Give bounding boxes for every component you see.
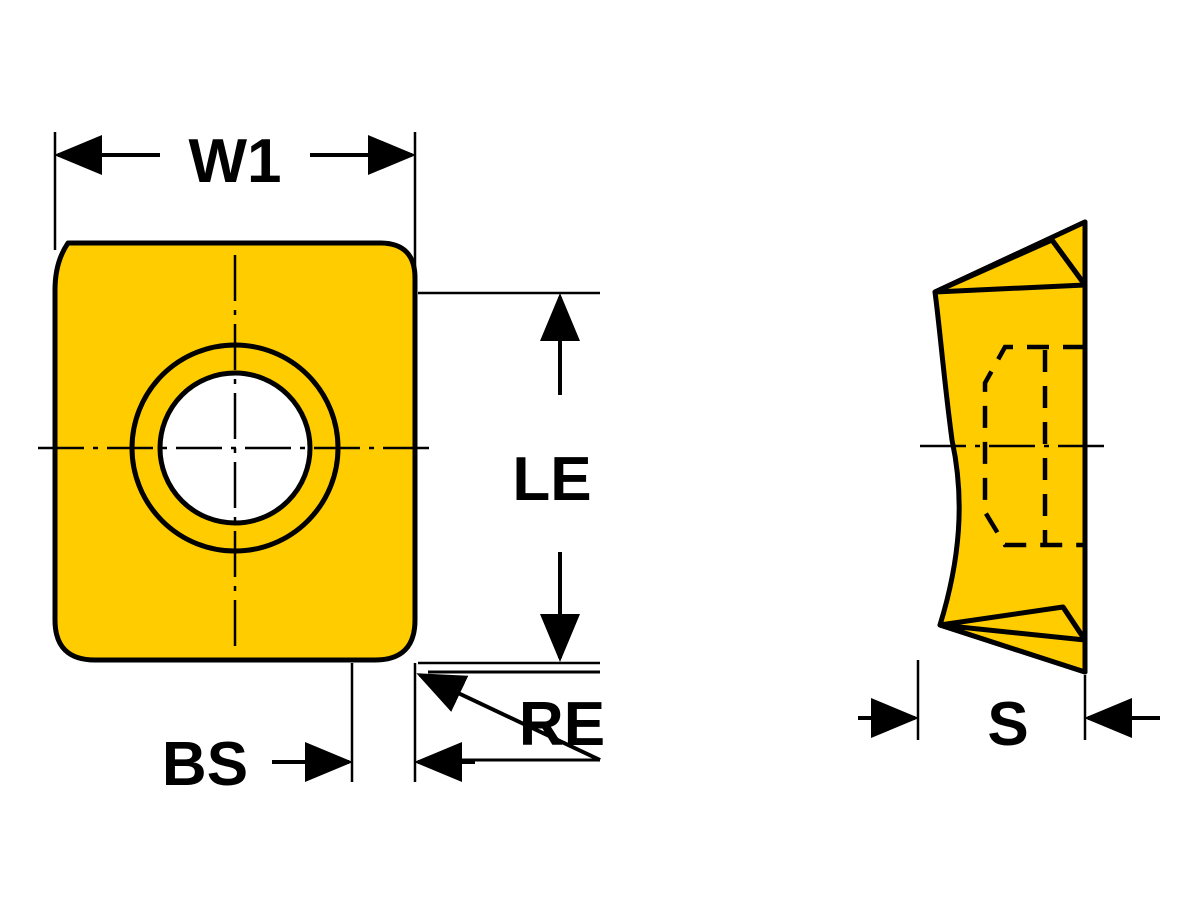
side-view: S: [858, 219, 1160, 759]
side-top-land-diagonal: [1049, 238, 1088, 287]
front-view: W1 LE BS RE: [38, 127, 605, 799]
re-leader-line: [416, 673, 601, 762]
re-label: RE: [519, 690, 605, 759]
bs-label: BS: [162, 730, 248, 799]
w1-label: W1: [189, 127, 282, 196]
s-label: S: [987, 690, 1028, 759]
side-bottom-land-diagonal: [1060, 605, 1088, 642]
side-hidden-hole: [982, 344, 1085, 548]
side-top-land-edge: [934, 282, 1086, 295]
le-label: LE: [512, 445, 591, 514]
side-bottom-land-edge: [939, 622, 1086, 643]
